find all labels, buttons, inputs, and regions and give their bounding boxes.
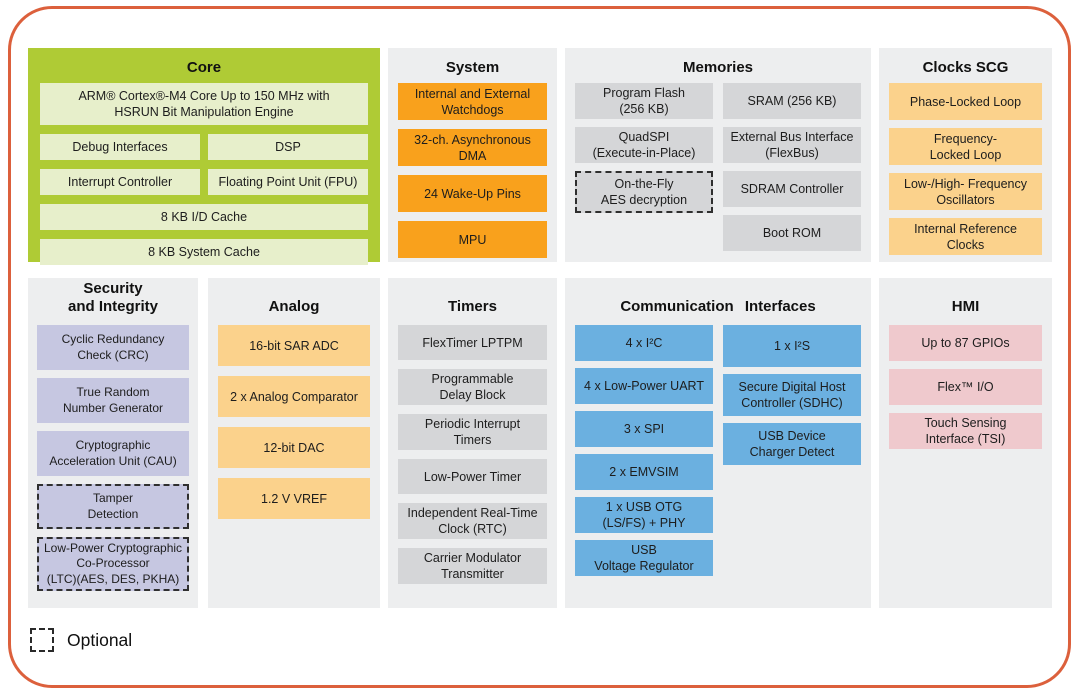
section-title-communication-interfaces: Communication Interfaces (620, 298, 816, 316)
block-trng: True Random Number Generator (37, 378, 189, 423)
block-program-flash: Program Flash (256 KB) (575, 83, 713, 119)
block-watchdogs: Internal and External Watchdogs (398, 83, 547, 120)
communication-columns: 4 x I²C 4 x Low-Power UART 3 x SPI 2 x EMVS… (565, 325, 871, 584)
core-block-list: ARM® Cortex®-M4 Core Up to 150 MHz with … (28, 83, 380, 275)
section-system: System Internal and External Watchdogs 32… (388, 48, 557, 262)
block-spi: 3 x SPI (575, 411, 713, 447)
block-low-power-timer: Low-Power Timer (398, 459, 547, 494)
block-quadspi: QuadSPI (Execute-in-Place) (575, 127, 713, 163)
block-sdhc: Secure Digital Host Controller (SDHC) (723, 374, 861, 416)
block-sar-adc: 16-bit SAR ADC (218, 325, 370, 366)
section-title-core: Core (186, 59, 222, 77)
legend: Optional (30, 628, 132, 652)
block-flextimer: FlexTimer LPTPM (398, 325, 547, 360)
memories-column-right: SRAM (256 KB) External Bus Interface (Fle… (723, 83, 861, 251)
block-interrupt-controller: Interrupt Controller (40, 169, 200, 195)
section-analog: Analog 16-bit SAR ADC 2 x Analog Comparat… (208, 278, 380, 608)
block-tamper-detection: Tamper Detection (37, 484, 189, 529)
communication-column-right: 1 x I²S Secure Digital Host Controller (S… (723, 325, 861, 576)
block-usb-device-charger-detect: USB Device Charger Detect (723, 423, 861, 465)
block-vref: 1.2 V VREF (218, 478, 370, 519)
block-boot-rom: Boot ROM (723, 215, 861, 251)
block-emvsim: 2 x EMVSIM (575, 454, 713, 490)
block-wakeup-pins: 24 Wake-Up Pins (398, 175, 547, 212)
block-fll: Frequency- Locked Loop (889, 128, 1042, 165)
memories-column-left: Program Flash (256 KB) QuadSPI (Execute-i… (575, 83, 713, 251)
block-periodic-interrupt-timers: Periodic Interrupt Timers (398, 414, 547, 450)
block-async-dma: 32-ch. Asynchronous DMA (398, 129, 547, 166)
block-arm-core: ARM® Cortex®-M4 Core Up to 150 MHz with … (40, 83, 368, 125)
section-title-analog: Analog (268, 298, 320, 316)
section-timers: Timers FlexTimer LPTPM Programmable Delay… (388, 278, 557, 608)
block-rtc: Independent Real-Time Clock (RTC) (398, 503, 547, 539)
section-title-memories: Memories (682, 59, 754, 77)
block-low-power-uart: 4 x Low-Power UART (575, 368, 713, 404)
security-block-list: Cyclic Redundancy Check (CRC) True Random… (28, 325, 198, 599)
block-sdram-controller: SDRAM Controller (723, 171, 861, 207)
block-system-cache: 8 KB System Cache (40, 239, 368, 265)
section-title-security: Security and Integrity (67, 279, 158, 316)
communication-column-left: 4 x I²C 4 x Low-Power UART 3 x SPI 2 x EMVS… (575, 325, 713, 576)
system-block-list: Internal and External Watchdogs 32-ch. As… (388, 83, 557, 266)
section-security-and-integrity: Security and Integrity Cyclic Redundancy… (28, 278, 198, 608)
block-mpu: MPU (398, 221, 547, 258)
section-title-timers: Timers (448, 298, 497, 316)
analog-block-list: 16-bit SAR ADC 2 x Analog Comparator 12-bi… (208, 325, 380, 527)
rounded-frame-border (8, 6, 1071, 688)
block-flexio: Flex™ I/O (889, 369, 1042, 405)
optional-dashed-box-icon (30, 628, 54, 652)
block-carrier-modulator-transmitter: Carrier Modulator Transmitter (398, 548, 547, 584)
block-usb-voltage-regulator: USB Voltage Regulator (575, 540, 713, 576)
block-aes-decryption: On-the-Fly AES decryption (575, 171, 713, 213)
section-memories: Memories Program Flash (256 KB) QuadSPI (… (565, 48, 871, 262)
block-pll: Phase-Locked Loop (889, 83, 1042, 120)
section-title-clocks-scg: Clocks SCG (922, 59, 1009, 77)
block-id-cache: 8 KB I/D Cache (40, 204, 368, 230)
section-title-system: System (445, 59, 500, 77)
block-flexbus: External Bus Interface (FlexBus) (723, 127, 861, 163)
legend-label: Optional (67, 629, 133, 650)
block-i2c: 4 x I²C (575, 325, 713, 361)
block-ltc: Low-Power Cryptographic Co-Processor (LT… (37, 537, 189, 592)
block-i2s: 1 x I²S (723, 325, 861, 367)
block-tsi: Touch Sensing Interface (TSI) (889, 413, 1042, 449)
section-title-hmi: HMI (951, 298, 980, 316)
block-cau: Cryptographic Acceleration Unit (CAU) (37, 431, 189, 476)
section-communication-interfaces: Communication Interfaces 4 x I²C 4 x Low-… (565, 278, 871, 608)
block-dsp: DSP (208, 134, 368, 160)
block-gpios: Up to 87 GPIOs (889, 325, 1042, 361)
block-sram: SRAM (256 KB) (723, 83, 861, 119)
section-core: Core ARM® Cortex®-M4 Core Up to 150 MHz … (28, 48, 380, 265)
block-programmable-delay-block: Programmable Delay Block (398, 369, 547, 405)
block-oscillators: Low-/High- Frequency Oscillators (889, 173, 1042, 210)
block-usb-otg: 1 x USB OTG (LS/FS) + PHY (575, 497, 713, 533)
block-dac: 12-bit DAC (218, 427, 370, 468)
memories-columns: Program Flash (256 KB) QuadSPI (Execute-i… (565, 83, 871, 259)
block-debug-interfaces: Debug Interfaces (40, 134, 200, 160)
block-fpu: Floating Point Unit (FPU) (208, 169, 368, 195)
block-crc: Cyclic Redundancy Check (CRC) (37, 325, 189, 370)
block-analog-comparator: 2 x Analog Comparator (218, 376, 370, 417)
block-internal-reference-clocks: Internal Reference Clocks (889, 218, 1042, 255)
